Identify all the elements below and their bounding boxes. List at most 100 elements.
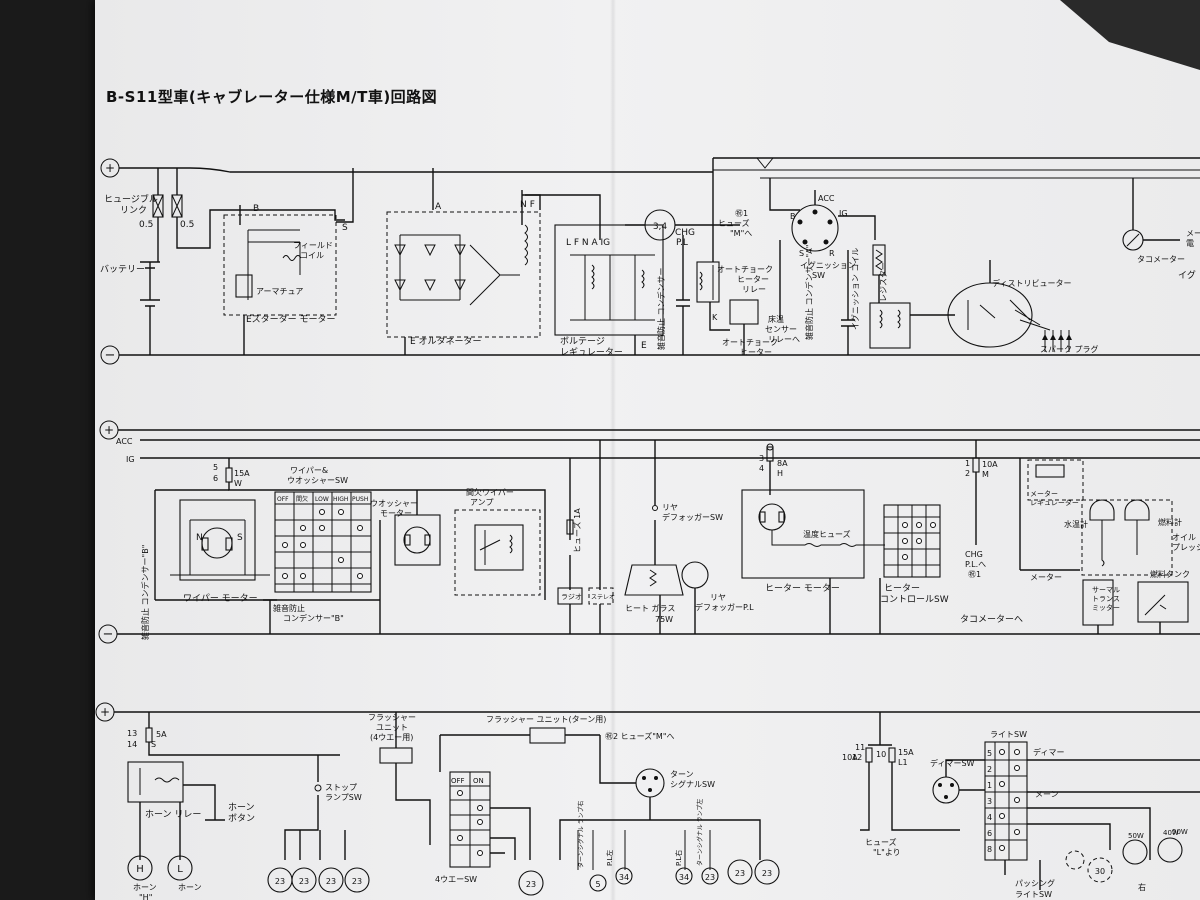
meter-cluster-wires <box>1101 520 1138 567</box>
light-sw-out <box>1027 759 1200 860</box>
armature-label: アーマチュア <box>256 287 303 296</box>
meter-edge-label-3: メーン <box>1035 790 1059 799</box>
washer-motor-box <box>394 514 441 566</box>
fusible-link-a-x <box>152 194 164 218</box>
horn-h-label: ホーン"H" <box>133 883 157 900</box>
alt-a-label: A <box>435 202 442 212</box>
conn-stop-3: 23 <box>326 877 336 886</box>
ign-r: R <box>829 249 835 258</box>
conn-mid-1: 23 <box>526 880 536 889</box>
distributor-symbol <box>947 282 1033 348</box>
wiper-motor-internal <box>170 519 270 576</box>
condenser-1-label: 雑音防止 コンデンサー <box>656 267 666 350</box>
condenser-1 <box>676 235 690 355</box>
battery-symbol <box>140 261 160 269</box>
conn-mid-2: 5 <box>595 880 600 889</box>
tacho-wire <box>1132 178 1180 241</box>
paper-fold <box>610 0 616 900</box>
radio-ground <box>569 604 601 634</box>
lsw-row-5: 4 <box>987 813 992 822</box>
wiper-feed <box>228 458 546 600</box>
lamp-50w-b: 50W <box>1172 828 1188 836</box>
pl-right-label: P.L右 <box>674 850 683 866</box>
washer-motor-symbol <box>403 526 431 554</box>
wiper-motor-box <box>179 499 256 581</box>
dimmer-edge-label: ディマー <box>1033 747 1064 757</box>
lamp-50w-a: 50W <box>1128 832 1144 840</box>
fusible-wiring <box>157 168 240 262</box>
battery-label: バッテリー <box>100 264 145 275</box>
wiper-motor-n: N <box>196 533 203 543</box>
distributor-wire <box>910 260 991 316</box>
headlight-out <box>860 762 960 831</box>
condenser-a <box>841 250 855 355</box>
auto-choke-heater-label: オートチョークヒーター <box>722 338 778 357</box>
lsw-row-7: 8 <box>987 845 992 854</box>
lsw-row-2: 2 <box>987 765 992 774</box>
water-temp-label: 水温計 <box>1064 519 1088 529</box>
wiper-sw-label: ワイパー&ウオッシャーSW <box>287 466 348 485</box>
rear-defog-pl-label: リヤデフォッガーP.L <box>695 593 754 612</box>
starter-s: S <box>342 223 348 233</box>
fuse-to-label: ヒューズ"L"より <box>865 837 901 857</box>
fl-rating-a: 0.5 <box>139 220 153 230</box>
stop-lamp-wiring <box>284 755 346 860</box>
fusible-link-b-x <box>171 194 183 218</box>
fuel-tank-symbol <box>1137 581 1189 623</box>
turn-lamp-r-label: ターンシグナル ランプ右 <box>577 801 585 868</box>
plus-rail-1 <box>119 167 713 173</box>
rectifier-diodes <box>394 244 466 292</box>
oil-press-label: オイルプレッシ <box>1172 533 1200 552</box>
wiper-motor-symbol <box>201 527 233 559</box>
distributor-internal <box>967 299 1051 331</box>
lamp-40w: 40W <box>1163 829 1179 837</box>
minus-label-1: − <box>105 348 116 363</box>
wiper-feed-left <box>154 489 229 600</box>
starter-box <box>223 214 337 316</box>
regulator-label: ボルテージレギュレーター <box>560 336 623 358</box>
horn-relay-box <box>127 761 184 803</box>
fuse-m2-label: ㊗2 ヒューズ"M"へ <box>605 731 675 741</box>
turn-lamp-l-label: ターンシグナル ランプ左 <box>696 799 704 866</box>
fourway-off: OFF <box>451 777 465 785</box>
lsw-row-1: 5 <box>987 749 992 758</box>
int-amp-box <box>454 509 541 596</box>
lsw-row-6: 6 <box>987 829 992 838</box>
horn-h-symbol <box>127 855 153 881</box>
turn-signal-sw-label: ターンシグナルSW <box>670 770 715 789</box>
flasher-turn-unit <box>529 727 566 744</box>
lsw-row-3: 1 <box>987 781 992 790</box>
wiper-sw-grid <box>275 492 371 592</box>
flasher-4way-wire <box>395 712 431 845</box>
wiper-return <box>155 520 381 634</box>
conn-stop-4: 23 <box>352 877 362 886</box>
fuel-gauge-label: 燃料計 <box>1158 517 1182 527</box>
flasher-turn-wire <box>439 734 600 772</box>
lamp-right-label: 右 <box>1138 882 1146 892</box>
headlamp-1 <box>1122 839 1148 865</box>
conn-30-symbol <box>1087 857 1113 883</box>
conn-mid-3: 34 <box>619 873 629 882</box>
passing-wire <box>1004 860 1041 890</box>
ignition-wiring <box>769 178 876 240</box>
heater-motor-label: ヒーター モーター <box>765 583 840 594</box>
tacho-to-label: タコメーターへ <box>960 614 1023 625</box>
auto-choke-heater <box>729 299 759 325</box>
ign-acc: ACC <box>818 194 835 203</box>
turn-signal-wiring <box>559 735 761 860</box>
radio-feed <box>569 440 601 590</box>
condenser-b-label: 雑音防止コンデンサー"B" <box>273 603 344 623</box>
horn-l-symbol <box>167 855 193 881</box>
spark-plug-arrows <box>1042 334 1072 340</box>
chg-lamp-num: 3,4 <box>653 222 668 232</box>
meter-cluster-box <box>1081 499 1173 576</box>
stator-winding <box>469 244 520 306</box>
auto-choke-relay-label: オートチョークヒーターリレー <box>717 265 773 294</box>
headlight-fuse-a <box>865 747 873 763</box>
